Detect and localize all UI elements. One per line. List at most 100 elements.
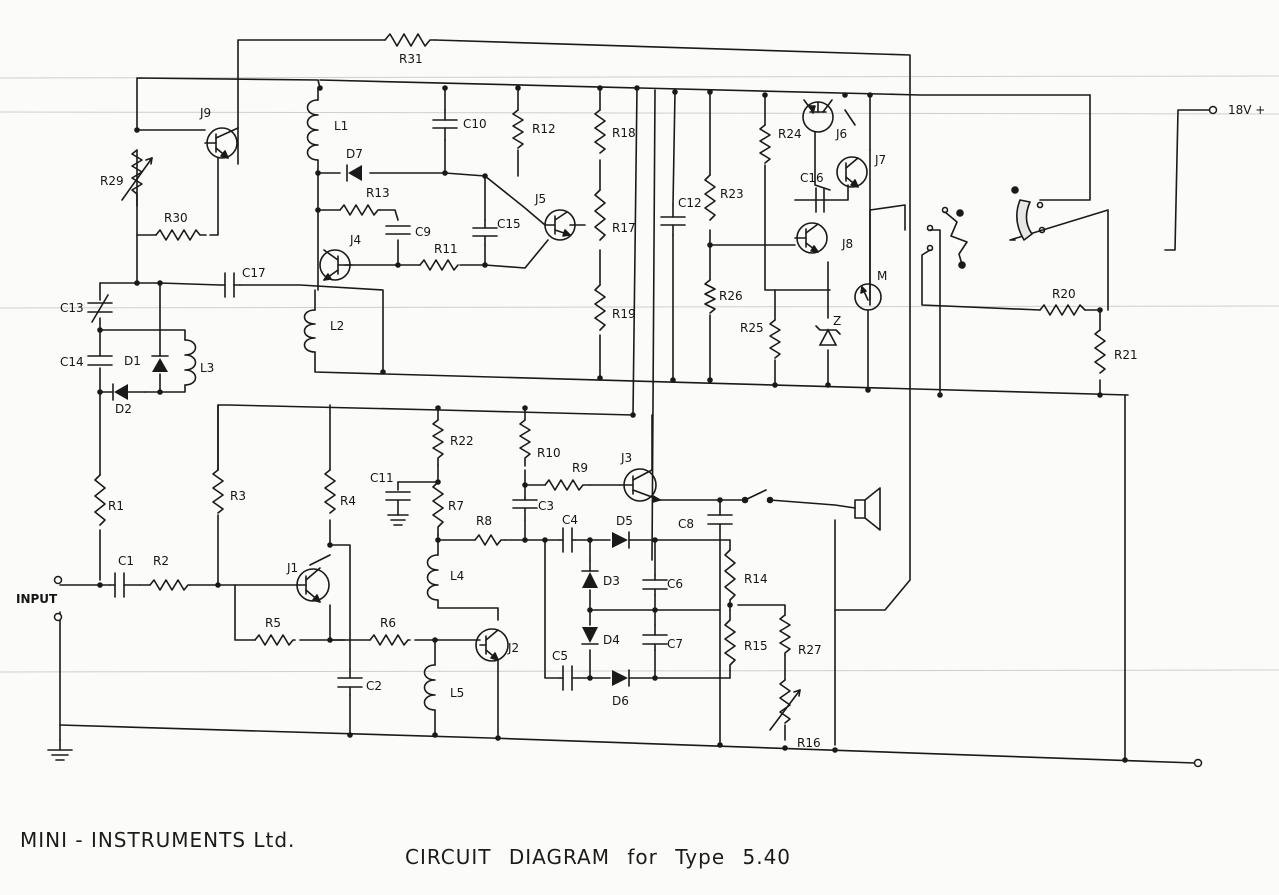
transistor-j7 [836, 156, 868, 188]
resistor-r9 [544, 479, 591, 491]
svg-text:C9: C9 [415, 225, 431, 239]
svg-text:C8: C8 [678, 517, 694, 531]
svg-text:J3: J3 [620, 451, 632, 465]
svg-text:C10: C10 [463, 117, 487, 131]
capacitor-c10 [432, 109, 458, 141]
resistor-r13 [339, 204, 381, 216]
svg-text:R17: R17 [612, 221, 636, 235]
capacitor-c12 [660, 204, 686, 236]
junctions [97, 85, 1128, 763]
svg-text:C7: C7 [667, 637, 683, 651]
svg-text:R19: R19 [612, 307, 636, 321]
capacitor-c17 [219, 272, 241, 298]
rotary-switch-right [1011, 186, 1046, 241]
resistor-r25 [769, 319, 781, 359]
capacitor-c3 [512, 497, 538, 521]
inductor-l5 [423, 664, 436, 711]
ground-symbol [47, 739, 73, 761]
svg-text:R3: R3 [230, 489, 246, 503]
diode-d2 [112, 383, 146, 401]
resistor-r6 [369, 634, 411, 646]
transistor-j9 [204, 127, 239, 159]
resistor-r3 [212, 469, 224, 514]
svg-text:R4: R4 [340, 494, 356, 508]
svg-text:D3: D3 [603, 574, 620, 588]
svg-text:C1: C1 [118, 554, 134, 568]
svg-text:R20: R20 [1052, 287, 1076, 301]
resistor-r16 [779, 679, 791, 724]
svg-text:C4: C4 [562, 513, 578, 527]
resistor-r29 [131, 149, 143, 207]
svg-text:J8: J8 [841, 237, 853, 251]
wiring [59, 39, 1211, 764]
svg-text:R22: R22 [450, 434, 474, 448]
diode-d1 [151, 355, 169, 372]
resistor-r22 [432, 419, 444, 466]
svg-text:L2: L2 [330, 319, 344, 333]
svg-text:C17: C17 [242, 266, 266, 280]
supply-terminal-label: 18V + [1228, 103, 1265, 117]
svg-text:C15: C15 [497, 217, 521, 231]
diode-d7 [346, 164, 362, 182]
resistor-r10 [519, 419, 531, 467]
svg-text:D5: D5 [616, 514, 633, 528]
svg-text:R13: R13 [366, 186, 390, 200]
diode-d5 [612, 531, 630, 549]
resistor-r7 [432, 481, 444, 536]
svg-text:J2: J2 [507, 641, 519, 655]
resistor-r12 [512, 109, 524, 149]
svg-text:D4: D4 [603, 633, 620, 647]
svg-text:R27: R27 [798, 643, 822, 657]
input-terminal-label: INPUT [16, 592, 58, 606]
transistor-symbols [204, 99, 868, 662]
svg-text:D6: D6 [612, 694, 629, 708]
zener-diode-z [815, 325, 841, 346]
svg-text:C3: C3 [538, 499, 554, 513]
svg-text:J6: J6 [835, 127, 847, 141]
transistor-j6 [802, 99, 834, 133]
resistor-r11 [419, 259, 459, 271]
svg-text:J5: J5 [534, 192, 546, 206]
transistor-j3 [619, 468, 661, 503]
resistor-r24 [759, 124, 771, 164]
capacitor-c6 [642, 574, 668, 596]
svg-text:R2: R2 [153, 554, 169, 568]
capacitor-c16 [815, 187, 825, 213]
resistor-r5 [254, 634, 296, 646]
transistor-j2 [475, 628, 509, 662]
svg-text:C12: C12 [678, 196, 702, 210]
svg-text:R26: R26 [719, 289, 743, 303]
svg-text:R7: R7 [448, 499, 464, 513]
transistor-j1 [296, 567, 330, 603]
svg-text:R29: R29 [100, 174, 124, 188]
transistor-j5 [544, 209, 576, 241]
resistor-r30 [155, 229, 207, 241]
misc-symbols [47, 186, 1046, 761]
svg-text:J4: J4 [349, 233, 361, 247]
capacitor-c13 [87, 294, 113, 323]
svg-text:R31: R31 [399, 52, 423, 66]
svg-text:D7: D7 [346, 147, 363, 161]
svg-text:R5: R5 [265, 616, 281, 630]
svg-text:C5: C5 [552, 649, 568, 663]
resistor-r15 [724, 619, 736, 671]
svg-text:R21: R21 [1114, 348, 1138, 362]
capacitor-c5 [559, 665, 579, 691]
resistor-r27 [779, 614, 791, 656]
svg-text:R24: R24 [778, 127, 802, 141]
resistor-r23 [704, 174, 716, 221]
svg-text:R6: R6 [380, 616, 396, 630]
svg-text:C6: C6 [667, 577, 683, 591]
svg-text:C2: C2 [366, 679, 382, 693]
svg-text:R18: R18 [612, 126, 636, 140]
svg-text:R1: R1 [108, 499, 124, 513]
svg-text:L3: L3 [200, 361, 214, 375]
resistor-r8 [474, 534, 506, 546]
svg-text:C14: C14 [60, 355, 84, 369]
resistor-r31 [384, 33, 436, 47]
svg-text:L1: L1 [334, 119, 348, 133]
diode-d4 [581, 627, 599, 645]
inductor-symbols [184, 99, 439, 711]
